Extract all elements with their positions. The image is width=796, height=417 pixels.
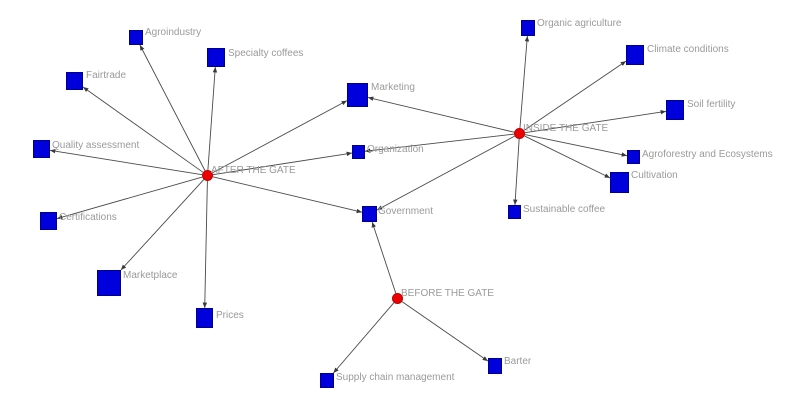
graph-node-before_the_gate[interactable]: [392, 293, 403, 304]
graph-node-organization[interactable]: [352, 145, 365, 159]
graph-node-supply_chain[interactable]: [320, 373, 334, 388]
graph-node-label-marketing: Marketing: [371, 82, 415, 93]
graph-node-label-marketplace: Marketplace: [123, 270, 178, 281]
graph-node-soil_fertility[interactable]: [666, 100, 684, 120]
graph-node-label-agroforestry: Agroforestry and Ecosystems: [642, 149, 773, 160]
graph-edge: [371, 221, 397, 294]
graph-edge: [202, 180, 208, 309]
graph-node-sustainable_coffee[interactable]: [508, 205, 521, 219]
graph-node-label-soil_fertility: Soil fertility: [687, 99, 736, 110]
graph-edge: [513, 138, 520, 206]
graph-node-label-agroindustry: Agroindustry: [145, 27, 202, 38]
graph-node-barter[interactable]: [488, 358, 502, 374]
graph-node-organic_agriculture[interactable]: [521, 20, 535, 36]
graph-node-label-certifications: Certifications: [59, 212, 117, 223]
graph-edge: [212, 176, 363, 214]
graph-node-label-supply_chain: Supply chain management: [336, 372, 455, 383]
graph-node-label-sustainable_coffee: Sustainable coffee: [523, 204, 606, 215]
graph-edge: [82, 86, 204, 173]
graph-node-label-organic_agriculture: Organic agriculture: [537, 18, 622, 29]
graph-node-certifications[interactable]: [40, 212, 57, 230]
graph-edge: [212, 100, 348, 174]
graph-node-label-quality_assessment: Quality assessment: [52, 140, 140, 151]
graph-edge: [333, 302, 395, 374]
graph-node-agroforestry[interactable]: [627, 150, 640, 164]
graph-node-label-government: Government: [378, 206, 434, 217]
graph-node-marketplace[interactable]: [97, 270, 121, 296]
graph-node-label-specialty_coffees: Specialty coffees: [228, 48, 304, 59]
graph-node-cultivation[interactable]: [610, 172, 629, 193]
graph-node-label-prices: Prices: [216, 310, 244, 321]
graph-node-label-cultivation: Cultivation: [631, 170, 678, 181]
graph-node-label-climate_conditions: Climate conditions: [647, 44, 729, 55]
graph-node-after_the_gate[interactable]: [202, 170, 213, 181]
graph-node-label-fairtrade: Fairtrade: [86, 70, 127, 81]
graph-node-label-before_the_gate: BEFORE THE GATE: [401, 288, 494, 299]
graph-node-fairtrade[interactable]: [66, 72, 83, 90]
graph-edge: [212, 151, 353, 176]
graph-edge: [376, 135, 515, 211]
graph-node-climate_conditions[interactable]: [626, 45, 644, 65]
graph-edge: [139, 44, 206, 171]
graph-edge: [207, 66, 218, 171]
graph-node-specialty_coffees[interactable]: [207, 48, 225, 67]
graph-node-inside_the_gate[interactable]: [514, 128, 525, 139]
graph-node-label-inside_the_gate: INSIDE THE GATE: [523, 123, 609, 134]
graph-edge: [524, 135, 611, 179]
graph-node-agroindustry[interactable]: [129, 30, 143, 45]
graph-node-marketing[interactable]: [347, 83, 368, 107]
graph-edge: [401, 301, 489, 362]
graph-edge: [524, 134, 628, 157]
graph-node-label-barter: Barter: [504, 356, 532, 367]
graph-edge: [364, 133, 515, 153]
graph-edge: [519, 35, 530, 129]
graph-node-label-organization: Organization: [367, 144, 424, 155]
graph-node-prices[interactable]: [196, 308, 213, 328]
graph-edge: [524, 109, 667, 134]
graph-node-government[interactable]: [362, 206, 377, 222]
edge-group: [49, 35, 667, 374]
graph-node-quality_assessment[interactable]: [33, 140, 50, 158]
graph-edge: [367, 96, 515, 133]
graph-edge: [49, 148, 203, 176]
graph-edge: [120, 179, 205, 271]
graph-edge: [523, 60, 627, 131]
graph-node-label-after_the_gate: AFTER THE GATE: [211, 165, 296, 176]
graph-edge: [56, 176, 203, 220]
